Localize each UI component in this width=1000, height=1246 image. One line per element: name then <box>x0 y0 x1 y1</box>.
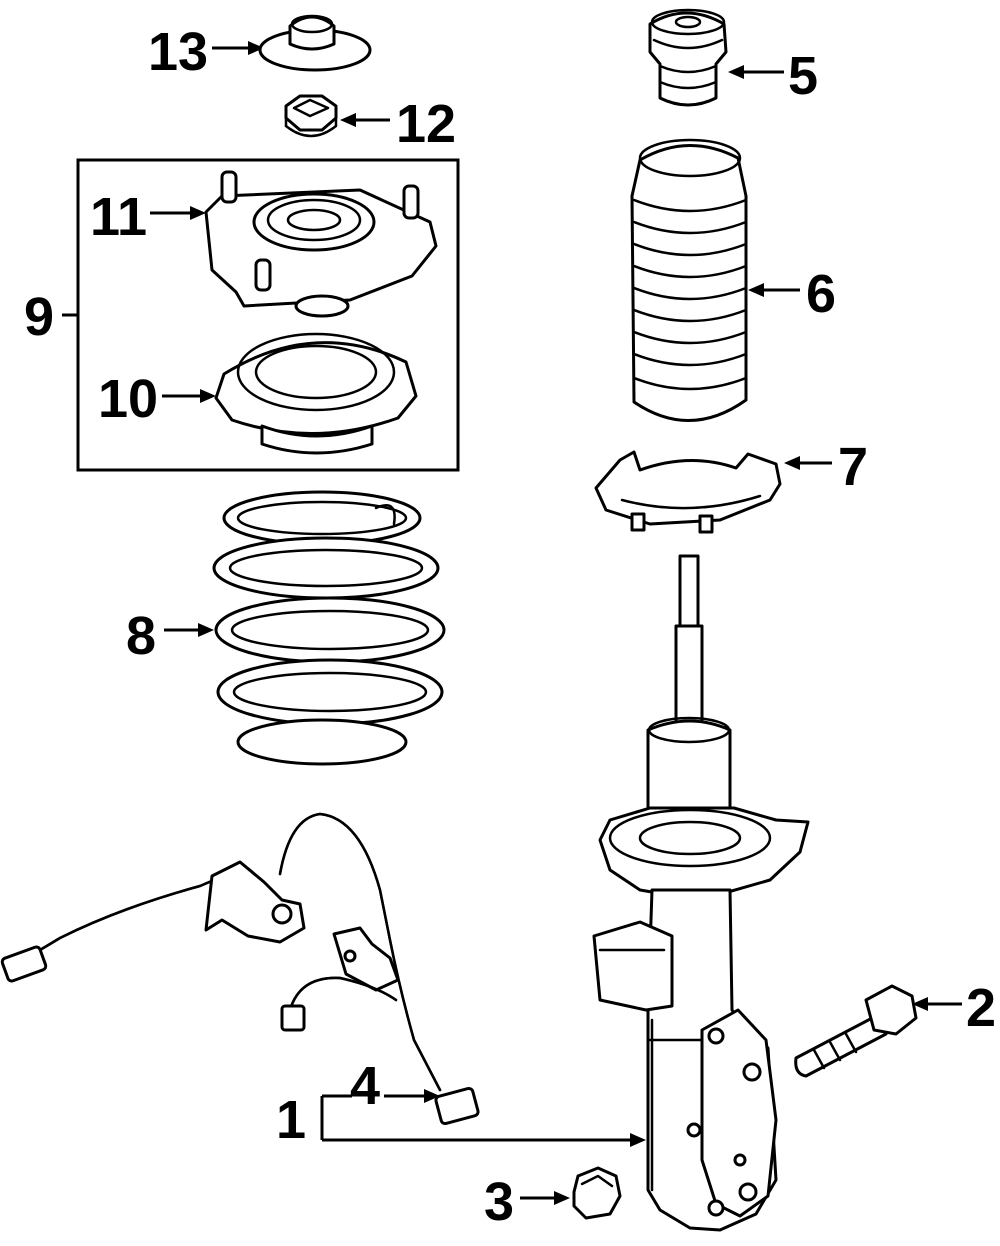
mount-assembly-box <box>76 158 460 472</box>
callout-3: 3 <box>484 1172 514 1232</box>
callout-10: 10 <box>98 369 158 429</box>
nut-part <box>284 94 338 138</box>
spring-seat-part <box>214 332 418 455</box>
spring-insulator-part <box>594 450 782 534</box>
callout-8: 8 <box>126 606 156 666</box>
callout-1: 1 <box>276 1090 306 1150</box>
dust-boot-part <box>630 138 748 422</box>
callout-6: 6 <box>806 264 836 324</box>
lower-nut-part <box>572 1166 622 1220</box>
callout-2: 2 <box>966 978 996 1038</box>
strut-part <box>592 554 810 1232</box>
callout-11: 11 <box>90 187 147 247</box>
callout-9: 9 <box>24 287 54 347</box>
callout-5: 5 <box>788 46 818 106</box>
callout-13: 13 <box>148 22 208 82</box>
upper-washer-part <box>258 14 372 72</box>
callout-12: 12 <box>396 94 456 154</box>
callout-7: 7 <box>838 437 868 497</box>
bump-stop-part <box>648 8 728 107</box>
coil-spring-part <box>212 490 446 766</box>
leader-lines <box>62 41 962 1205</box>
callout-4: 4 <box>350 1056 380 1116</box>
upper-mount-part <box>204 170 438 318</box>
bolt-part <box>794 984 918 1078</box>
sensor-harness-part <box>0 812 480 1126</box>
